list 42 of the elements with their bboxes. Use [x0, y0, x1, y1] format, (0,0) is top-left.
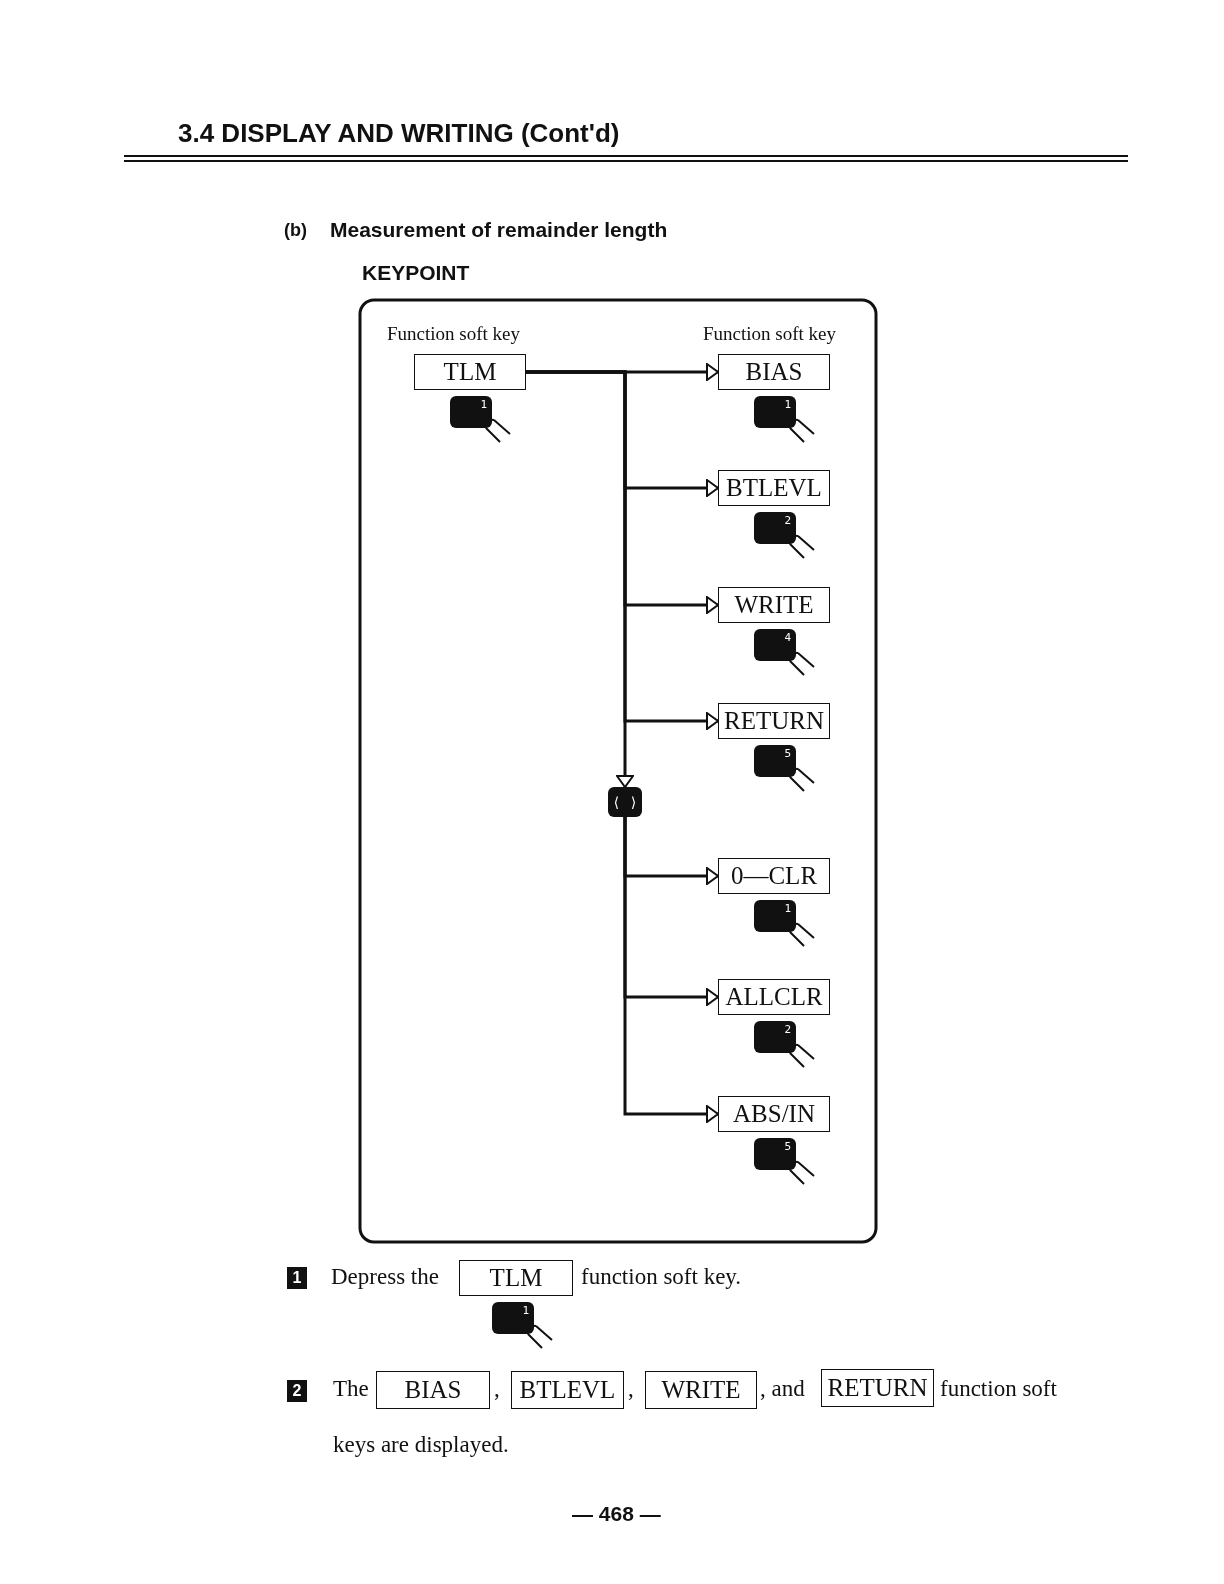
soft-key-label: TLM	[414, 354, 526, 390]
keypoint-heading: KEYPOINT	[362, 261, 470, 285]
column-heading: Function soft key	[387, 323, 520, 345]
soft-key-label: BTLEVL	[718, 470, 830, 506]
key-button: 4	[754, 629, 796, 661]
step-text: Depress the	[331, 1264, 439, 1290]
step-number: 2	[287, 1380, 307, 1402]
soft-key-label: ABS/IN	[718, 1096, 830, 1132]
key-button: 1	[450, 396, 492, 428]
punctuation: ,	[494, 1376, 500, 1402]
soft-key-label: 0—CLR	[718, 858, 830, 894]
step-text: function soft key.	[581, 1264, 742, 1290]
soft-key-label: RETURN	[821, 1369, 934, 1407]
step-text: function soft	[940, 1376, 1057, 1402]
key-button: 5	[754, 1138, 796, 1170]
subsection-number: (b)	[284, 220, 307, 241]
key-button: 1	[754, 900, 796, 932]
step-text: The	[333, 1376, 369, 1402]
soft-key-label: ALLCLR	[718, 979, 830, 1015]
soft-key-label: WRITE	[645, 1371, 757, 1409]
section-title: 3.4 DISPLAY AND WRITING (Cont'd)	[178, 118, 620, 149]
column-heading: Function soft key	[703, 323, 836, 345]
soft-key-label: BIAS	[376, 1371, 490, 1409]
soft-key-label: RETURN	[718, 703, 830, 739]
key-button: 2	[754, 512, 796, 544]
key-button: 2	[754, 1021, 796, 1053]
step-text: keys are displayed.	[333, 1432, 509, 1458]
step-text: , and	[760, 1376, 805, 1402]
soft-key-label: TLM	[459, 1260, 573, 1296]
soft-key-label: BTLEVL	[511, 1371, 624, 1409]
key-button: 5	[754, 745, 796, 777]
soft-key-label: BIAS	[718, 354, 830, 390]
arrow	[623, 817, 719, 1123]
key-button: 1	[754, 396, 796, 428]
arrow	[526, 370, 634, 788]
page-number: — 468 —	[572, 1502, 661, 1526]
soft-key-label: WRITE	[718, 587, 830, 623]
key-button: 1	[492, 1302, 534, 1334]
punctuation: ,	[628, 1376, 634, 1402]
step-number: 1	[287, 1267, 307, 1289]
page-key: ⟨ ⟩	[608, 787, 642, 817]
subsection-heading: Measurement of remainder length	[330, 218, 668, 242]
